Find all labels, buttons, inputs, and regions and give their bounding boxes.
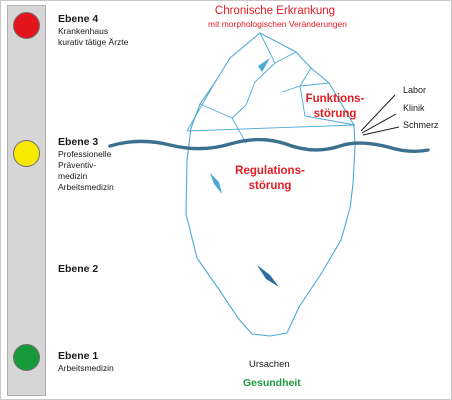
red-light <box>13 12 40 39</box>
level-3-line-1: Professionelle <box>58 149 112 159</box>
gesundheit-label: Gesundheit <box>243 377 301 389</box>
level-3: Ebene 3 Professionelle Präventiv- medizi… <box>58 137 114 193</box>
ice-shard-2 <box>210 173 222 194</box>
level-4-line-2: kurativ tätige Ärzte <box>58 37 129 47</box>
green-light <box>13 344 40 371</box>
level-2-title: Ebene 2 <box>58 263 99 275</box>
label-klinik: Klinik <box>403 103 425 113</box>
ursachen-label: Ursachen <box>249 359 290 370</box>
level-3-line-3: medizin <box>58 171 88 181</box>
ice-shard-3 <box>257 265 279 287</box>
level-4: Ebene 4 Krankenhaus kurativ tätige Ärzte <box>58 14 128 48</box>
pointer-lines <box>360 94 400 136</box>
funktion-line-1: Funktions- <box>305 93 365 105</box>
level-1: Ebene 1 Arbeitsmedizin <box>58 351 114 374</box>
level-1-title: Ebene 1 <box>58 350 99 362</box>
level-3-line-2: Präventiv- <box>58 160 97 170</box>
chronic-disease-subtitle: mit morphologischen Veränderungen <box>208 19 347 29</box>
level-4-title: Ebene 4 <box>58 13 99 25</box>
yellow-light <box>13 140 40 167</box>
level-3-line-4: Arbeitsmedizin <box>58 182 114 192</box>
iceberg-facets <box>186 32 356 144</box>
iceberg-outline <box>185 32 356 337</box>
level-1-line-1: Arbeitsmedizin <box>58 363 114 373</box>
water-line <box>108 137 430 153</box>
label-labor: Labor <box>403 85 427 95</box>
funktion-line-2: störung <box>313 108 357 120</box>
regulationsstoerung-label: Regulations- störung <box>230 164 310 194</box>
level-4-line-1: Krankenhaus <box>58 26 109 36</box>
regulation-line-2: störung <box>248 180 292 192</box>
level-scale-bar <box>7 5 46 396</box>
regulation-line-1: Regulations- <box>235 165 305 177</box>
ice-shard-1 <box>258 58 270 72</box>
level-3-title: Ebene 3 <box>58 136 99 148</box>
chronic-disease-title: Chronische Erkrankung <box>214 5 336 17</box>
level-2: Ebene 2 <box>58 264 98 276</box>
label-schmerz: Schmerz <box>403 120 439 130</box>
funktionsstoerung-label: Funktions- störung <box>295 92 375 122</box>
